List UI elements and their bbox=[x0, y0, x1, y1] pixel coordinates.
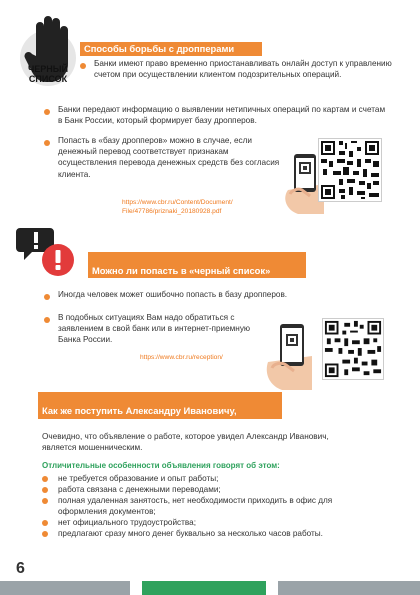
section3-paragraph: Очевидно, что объявление о работе, котор… bbox=[42, 432, 329, 453]
section1-intro: Банки имеют право временно приостанавлив… bbox=[94, 59, 392, 80]
feature-item: предлагают сразу много денег буквально з… bbox=[42, 528, 382, 539]
bullet-dot bbox=[44, 140, 50, 146]
feature-item: нет официального трудоустройства; bbox=[42, 517, 382, 528]
hand-stop-icon bbox=[20, 16, 76, 86]
bullet-dot bbox=[44, 294, 50, 300]
feature-item: полная удаленная занятость, нет необходи… bbox=[42, 495, 382, 517]
chat-exclamation-icon bbox=[16, 228, 74, 276]
footer-bar-gray-right bbox=[278, 581, 420, 595]
section3-title: Как же поступить Александру Ивановичу, с… bbox=[38, 392, 282, 428]
phone-hand-icon bbox=[266, 324, 312, 390]
section2-link[interactable]: https://www.cbr.ru/reception/ bbox=[140, 354, 223, 361]
qr-code-icon bbox=[322, 318, 384, 380]
section2-bullet-2: В подобных ситуациях Вам надо обратиться… bbox=[58, 313, 251, 345]
page-number: 6 bbox=[16, 560, 25, 577]
feature-item: не требуется образование и опыт работы; bbox=[42, 473, 382, 484]
features-list: не требуется образование и опыт работы; … bbox=[42, 473, 382, 539]
badge-label: ЧЕРНЫЙ СПИСОК bbox=[27, 64, 69, 84]
bullet-dot bbox=[80, 63, 86, 69]
bullet-dot bbox=[44, 109, 50, 115]
section1-link[interactable]: https://www.cbr.ru/Content/Document/ Fil… bbox=[122, 199, 233, 215]
features-heading: Отличительные особенности объявления гов… bbox=[42, 461, 280, 470]
section2-title: Можно ли попасть в «черный список» случа… bbox=[88, 252, 306, 288]
section1-bullet-2: Попасть в «базу дропперов» можно в случа… bbox=[58, 136, 280, 179]
section1-title: Способы борьбы с дропперами bbox=[80, 42, 262, 56]
section2-title-text: Можно ли попасть в «черный список» случа… bbox=[92, 265, 271, 288]
phone-hand-icon bbox=[285, 154, 324, 214]
bullet-dot bbox=[44, 317, 50, 323]
footer-bar-green bbox=[142, 581, 266, 595]
section3-title-text: Как же поступить Александру Ивановичу, с… bbox=[42, 405, 237, 428]
qr-code-icon bbox=[318, 138, 382, 202]
feature-item: работа связана с денежными переводами; bbox=[42, 484, 382, 495]
section2-bullet-1: Иногда человек может ошибочно попасть в … bbox=[58, 290, 288, 299]
footer-bar-gray bbox=[0, 581, 130, 595]
section1-bullet-1: Банки передают информацию о выявлении не… bbox=[58, 105, 386, 126]
blacklist-badge: ЧЕРНЫЙ СПИСОК bbox=[14, 12, 82, 94]
section1-title-text: Способы борьбы с дропперами bbox=[84, 43, 235, 54]
